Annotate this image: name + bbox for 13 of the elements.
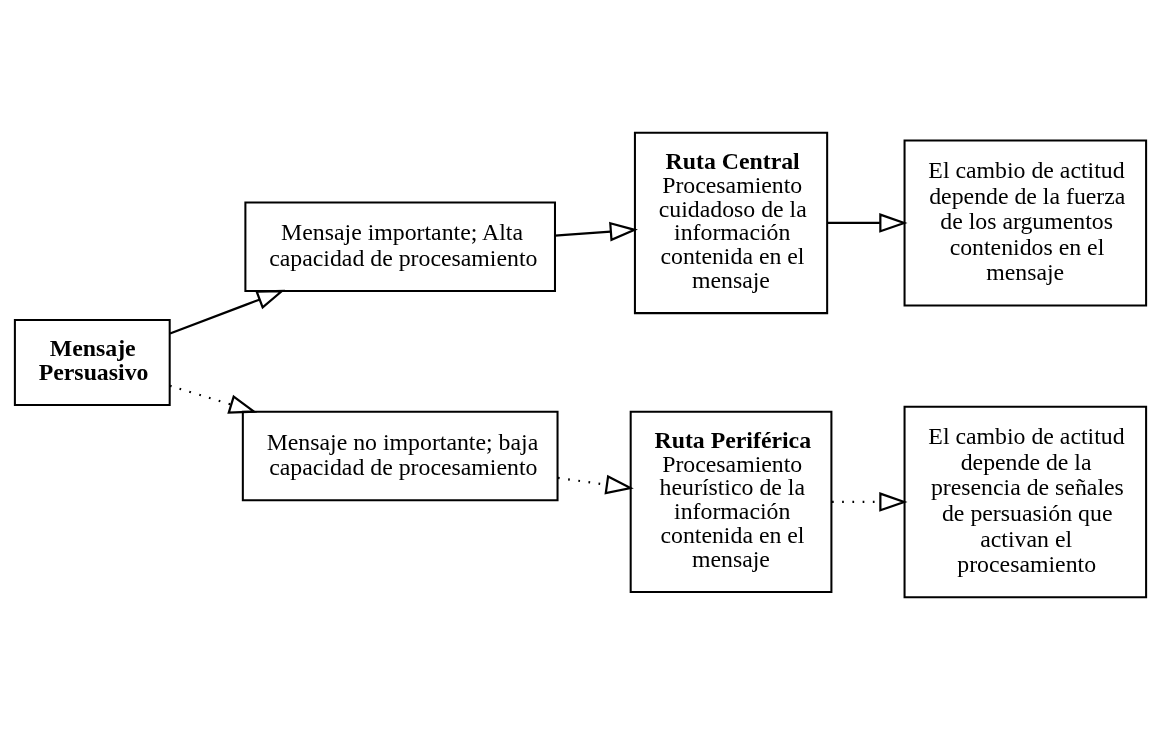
node-box: Mensaje importante; Alta capacidad de procesamiento bbox=[244, 201, 556, 292]
arrow bbox=[827, 212, 908, 233]
arrow bbox=[169, 289, 286, 335]
node-box: Mensaje Persuasivo bbox=[13, 318, 171, 406]
arrow bbox=[557, 474, 634, 494]
arrow bbox=[832, 491, 908, 512]
node-box: Mensaje no importante; baja capacidad de procesamiento bbox=[241, 410, 559, 501]
arrow bbox=[169, 384, 258, 414]
node-box: El cambio de actitud depende de la fuerza de los argumentos contenidos en el mensaje bbox=[903, 138, 1148, 306]
node-box: Ruta Periférica Procesamiento heurístico de la información contenida en el mensaje bbox=[629, 410, 833, 593]
arrow bbox=[555, 221, 638, 242]
node-box: Ruta Central Procesamiento cuidadoso de la información contenida en el mensaje bbox=[633, 131, 829, 314]
node-box: El cambio de actitud depende de la presencia de señales de persuasión que activan el procesamiento bbox=[903, 405, 1148, 598]
